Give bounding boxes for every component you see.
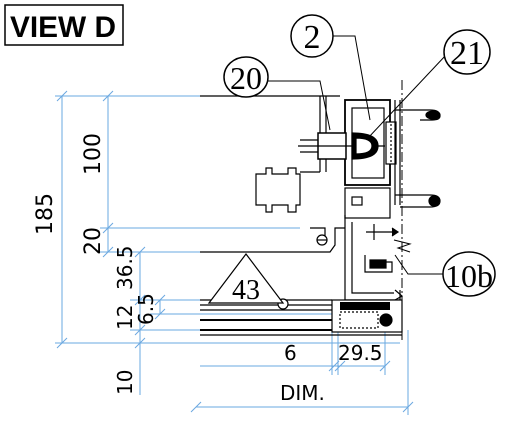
dim-36-5: 36.5: [113, 245, 137, 290]
dim-12: 12: [113, 305, 137, 330]
dim-10: 10: [113, 370, 137, 395]
svg-text:2: 2: [304, 19, 321, 56]
dim-185: 185: [33, 193, 58, 235]
dim-6: 6: [284, 341, 297, 365]
callout-20: 20: [223, 56, 269, 98]
svg-text:20: 20: [230, 60, 262, 96]
view-title-box: VIEW D: [4, 4, 124, 46]
section-drawing: [200, 80, 441, 340]
svg-text:43: 43: [232, 275, 260, 306]
dim-6-5: 6.5: [134, 293, 158, 325]
svg-text:21: 21: [450, 35, 484, 72]
dimension-labels: 185 100 20 36.5 12 6.5 10 6 29.5 DIM.: [33, 133, 383, 405]
callout-21: 21: [443, 29, 491, 75]
svg-text:10b: 10b: [445, 258, 493, 294]
view-title: VIEW D: [10, 11, 116, 44]
dim-100: 100: [81, 133, 106, 175]
dim-29-5: 29.5: [338, 341, 383, 365]
dim-dim: DIM.: [280, 381, 325, 405]
callout-43: 43: [232, 275, 260, 306]
dim-20: 20: [81, 227, 106, 255]
callout-2: 2: [290, 14, 334, 58]
callout-10b: 10b: [442, 251, 496, 297]
